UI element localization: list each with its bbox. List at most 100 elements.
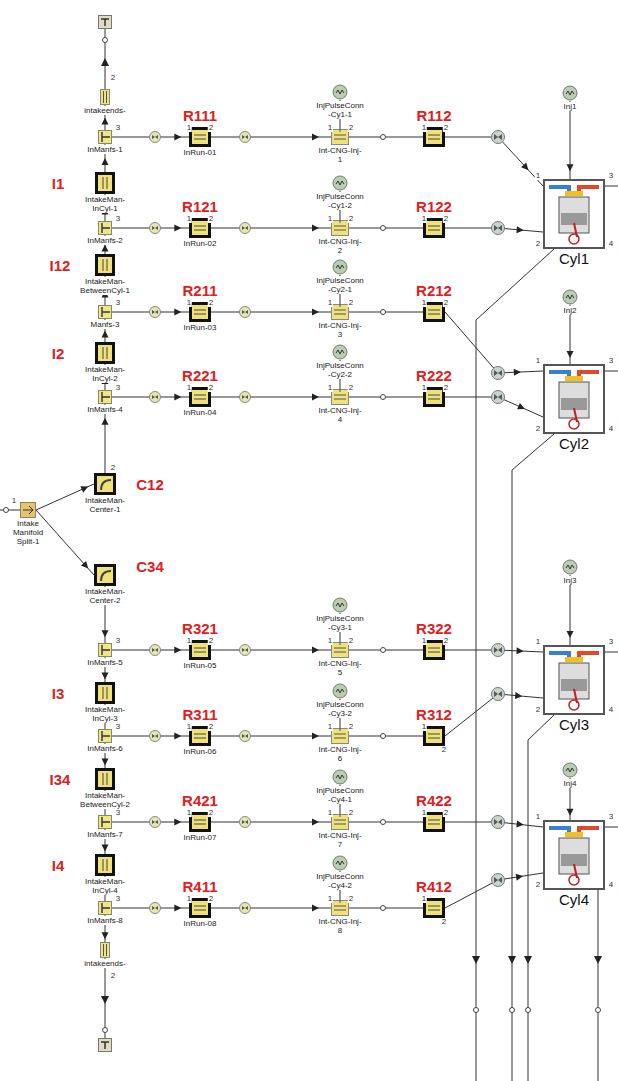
flow-split: InManfs-4 (98, 390, 112, 404)
label-line: Cyl1 (559, 250, 589, 267)
component-label: InManfs-4 (86, 405, 124, 414)
orifice-symbol (150, 392, 161, 403)
orifice-symbol (240, 817, 251, 828)
flow-connector (349, 226, 543, 233)
shape-part (21, 503, 36, 518)
injector: Int-CNG-Inj- 5 (331, 642, 349, 658)
label-line: Cyl3 (559, 716, 589, 733)
shape-part (99, 644, 112, 657)
pin-number: 1 (421, 384, 427, 392)
component-label: InjPulseConn -Cy3-2 (315, 700, 365, 718)
component-label: IntakeMan- InCyl-2 (84, 365, 126, 383)
shape-part (336, 861, 344, 865)
flow-connector (567, 575, 574, 645)
callout-label: R122 (415, 199, 453, 214)
flow-split: InManfs-5 (98, 643, 112, 657)
arrowhead (101, 58, 109, 66)
component-label: InManfs-1 (86, 145, 124, 154)
shape-part (152, 395, 158, 399)
shape-part (192, 390, 208, 404)
component-label: intakeends- (83, 106, 126, 115)
arrowhead (516, 647, 523, 654)
shape-part (102, 903, 110, 913)
pin-number: 3 (115, 637, 121, 645)
pin-number: 2 (443, 637, 449, 645)
component-label: InRun-08 (183, 919, 218, 928)
shape-part (95, 342, 115, 364)
shape-part (192, 221, 208, 235)
flow-split: Manfs-3 (98, 305, 112, 319)
pin-number: 1 (327, 895, 333, 903)
shape-part (494, 394, 502, 400)
flow-connector (211, 733, 331, 740)
shape-part (99, 222, 112, 235)
callout-label: R121 (181, 199, 219, 214)
label-line: InRun-06 (184, 747, 217, 756)
pin-number: 2 (348, 895, 354, 903)
shape-part (332, 729, 349, 744)
component-label: InManfs-7 (86, 830, 124, 839)
shape-part (492, 367, 505, 380)
shape-part (565, 657, 583, 662)
component-label: InRun-06 (183, 747, 218, 756)
pin-number: 4 (608, 881, 614, 889)
pin-number: 3 (115, 895, 121, 903)
pin-number: 1 (327, 723, 333, 731)
shape-part (194, 310, 206, 314)
flow-split: InManfs-1 (98, 130, 112, 144)
label-line: InCyl-1 (85, 204, 125, 213)
pin-number: 2 (208, 895, 214, 903)
flow-connector (349, 397, 543, 417)
component-label: InjPulseConn -Cy2-2 (315, 361, 365, 379)
label-line: -Cy3-1 (316, 623, 364, 632)
shape-part (492, 222, 505, 235)
connector-line (349, 397, 543, 417)
shape-part (381, 734, 386, 739)
arrowhead (102, 932, 109, 939)
component-label: InManfs-2 (86, 236, 124, 245)
callout-label: R221 (181, 368, 219, 383)
label-line: -Cy1-1 (316, 110, 364, 119)
component-label: Inj4 (563, 779, 578, 788)
pin-number: 3 (115, 723, 121, 731)
connector-line (349, 137, 543, 186)
pin-number: 1 (186, 215, 192, 223)
arrowhead (102, 845, 109, 852)
label-line: Cyl2 (559, 435, 589, 452)
shape-part (544, 180, 604, 248)
shape-part (563, 763, 577, 777)
sensor-connection-icon (332, 597, 348, 613)
component-label: Manfs-3 (90, 320, 121, 329)
exhaust-wire (476, 249, 554, 1081)
shape-part (569, 875, 579, 885)
arrowhead (521, 163, 528, 171)
shape-part (336, 603, 344, 607)
shape-part (103, 259, 107, 271)
arrowhead (174, 905, 181, 912)
component-label: InRun-07 (183, 833, 218, 842)
component-label: InManfs-8 (86, 916, 124, 925)
label-line: Center-2 (85, 596, 125, 605)
label-line: Int-CNG-Inj- (318, 406, 361, 415)
pin-number: 2 (110, 464, 116, 472)
shape-part (150, 307, 161, 318)
shape-part (565, 376, 583, 381)
shape-part (101, 90, 110, 105)
pin-number: 1 (186, 637, 192, 645)
pin-number: 4 (608, 240, 614, 248)
pin-number: 1 (421, 124, 427, 132)
arrowhead (174, 134, 181, 141)
manifold-pipe-icon (95, 768, 115, 790)
connector-dot (381, 906, 386, 911)
arrowhead (516, 226, 523, 233)
arrowhead (174, 647, 181, 654)
pin-number: 2 (208, 809, 214, 817)
shape-part (102, 132, 110, 142)
label-line: 7 (318, 840, 361, 849)
component-label: InjPulseConn -Cy3-1 (315, 614, 365, 632)
flow-connector (349, 647, 543, 654)
flow-connector (102, 404, 109, 473)
shape-part (494, 134, 502, 140)
pin-number: 1 (535, 813, 541, 821)
shape-part (492, 131, 505, 144)
